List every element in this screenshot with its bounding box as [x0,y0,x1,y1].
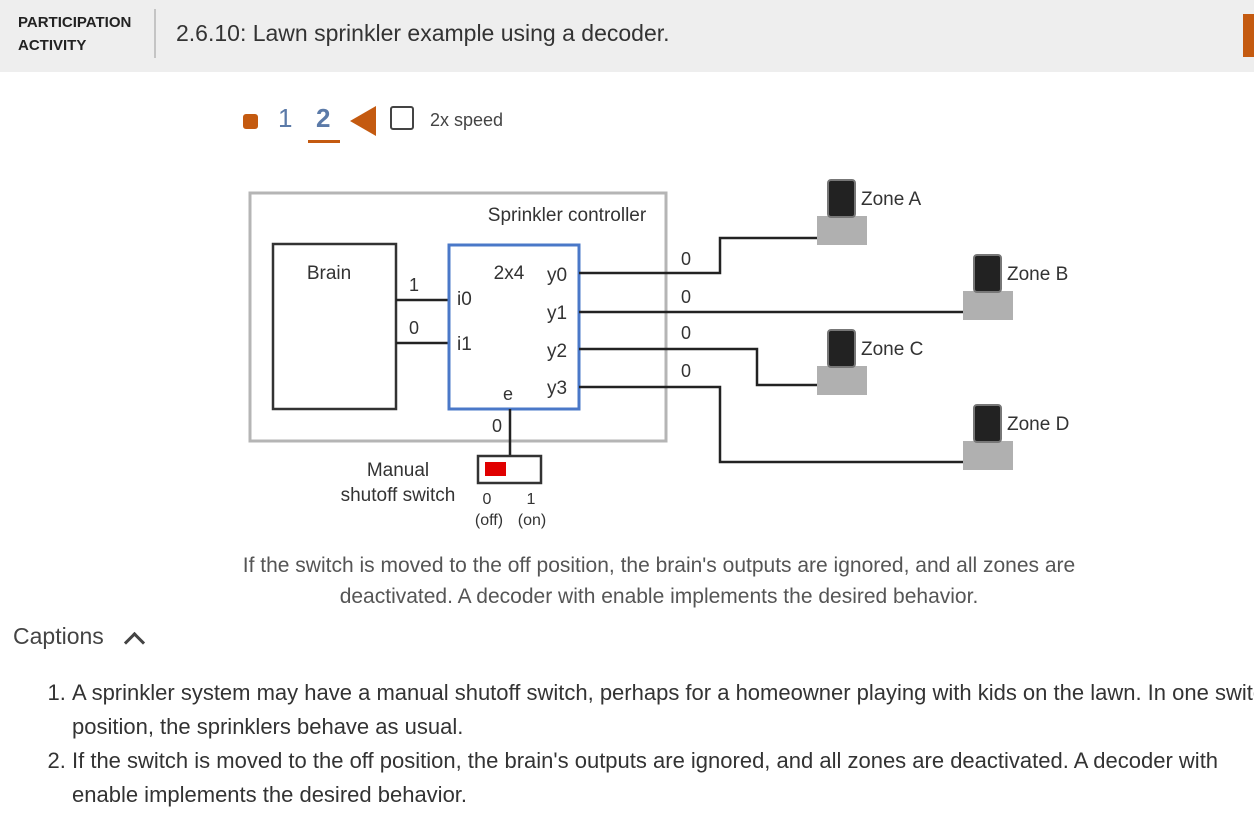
wire-y2-zone-c [579,347,817,387]
stop-button[interactable] [243,114,258,129]
enable-label: e [503,384,513,404]
input-i0-label: i0 [457,289,472,310]
decoder-box [447,243,581,411]
sprinkler-head-icon [827,179,856,218]
current-step-indicator [308,140,340,143]
back-icon[interactable] [350,106,376,136]
switch-pos0-desc: (off) [475,512,503,529]
captions-list: A sprinkler system may have a manual shu… [45,676,1254,812]
switch-knob [485,462,506,476]
step-1-button[interactable]: 1 [278,103,293,133]
switch-label-line1: Manual [367,460,429,481]
sprinkler-controller-box [248,191,668,443]
y0-value: 0 [681,249,691,269]
controller-label: Sprinkler controller [488,205,647,226]
header-divider [154,9,156,58]
switch-pos1-desc: (on) [518,512,546,529]
sprinkler-base-icon [817,366,867,395]
output-y0-label: y0 [547,265,567,286]
header-accent-tab [1243,14,1254,57]
activity-title: 2.6.10: Lawn sprinkler example using a d… [176,20,670,46]
wire-y0-zone-a [579,236,817,275]
y2-value: 0 [681,323,691,343]
speed-checkbox[interactable] [390,106,414,130]
sprinkler-zone-b [963,254,1013,320]
captions-toggle[interactable]: Captions [13,623,104,649]
zone-c-label: Zone C [861,339,923,360]
sprinkler-head-icon [973,254,1002,293]
sprinkler-head-icon [827,329,856,368]
sprinkler-base-icon [817,216,867,245]
input-i1-label: i1 [457,334,472,355]
brain-output-i1-value: 0 [409,318,419,338]
caption-item: A sprinkler system may have a manual shu… [72,676,1254,744]
sprinkler-zone-a [817,179,867,245]
sprinkler-zone-c [817,329,867,395]
step-2-button[interactable]: 2 [316,103,331,133]
output-y1-label: y1 [547,303,567,324]
activity-header: PARTICIPATION ACTIVITY 2.6.10: Lawn spri… [0,0,1254,72]
sprinkler-zone-d [963,404,1013,470]
enable-value: 0 [492,416,502,436]
brain-label: Brain [307,263,351,284]
sprinkler-base-icon [963,441,1013,470]
sprinkler-base-icon [963,291,1013,320]
speed-label: 2x speed [430,110,504,130]
decoder-type-label: 2x4 [494,263,525,284]
participation-activity-label: PARTICIPATION ACTIVITY [18,14,132,54]
current-step-caption: If the switch is moved to the off positi… [242,554,1076,608]
y3-value: 0 [681,361,691,381]
zone-b-label: Zone B [1007,264,1068,285]
y1-value: 0 [681,287,691,307]
sprinkler-head-icon [973,404,1002,443]
zone-a-label: Zone A [861,189,922,210]
wire-y3-zone-d [579,385,963,464]
output-y2-label: y2 [547,341,567,362]
zone-d-label: Zone D [1007,414,1069,435]
brain-output-i0-value: 1 [409,275,419,295]
switch-label-line2: shutoff switch [341,485,456,506]
brain-box [271,242,398,411]
caption-item: If the switch is moved to the off positi… [72,744,1254,812]
switch-pos0: 0 [483,491,492,508]
switch-pos1: 1 [527,491,536,508]
output-y3-label: y3 [547,378,567,399]
